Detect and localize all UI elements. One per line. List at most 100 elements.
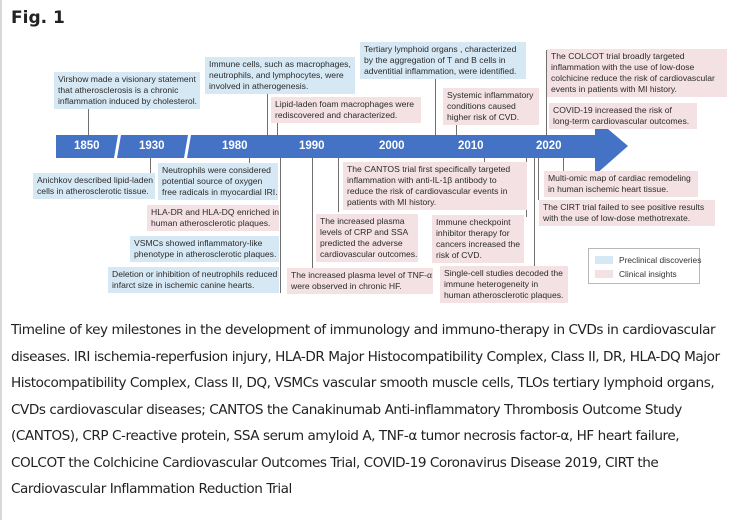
connector-line	[484, 158, 485, 162]
event-text-line: The CANTOS trial first specifically targ…	[347, 164, 511, 174]
event-text-line: free radicals in myocardial IRI.	[162, 187, 278, 197]
event-text-line: Single-cell studies decoded the	[444, 268, 563, 278]
event-text-line: Tertiary lymphoid organs , characterized	[364, 44, 517, 54]
connector-line	[546, 50, 547, 135]
event-vsmc: VSMCs showed inflammatory-like phenotype…	[130, 236, 279, 262]
event-text-line: involved in atherogenesis.	[209, 81, 309, 91]
event-text-line: with the use of low-dose methotrexate.	[543, 213, 691, 223]
connector-line	[150, 158, 151, 173]
event-text-line: phenotype in atherosclerotic plaques.	[134, 249, 277, 259]
event-text-line: human atherosclerotic plaques.	[151, 218, 271, 228]
event-text-line: Multi-omic map of cardiac remodeling	[548, 173, 691, 183]
event-text-line: Anichkov described lipid-laden	[37, 175, 154, 185]
event-tlo: Tertiary lymphoid organs , characterized…	[360, 42, 526, 79]
figure-title: Fig. 1	[11, 8, 65, 28]
event-text-line: potential source of oxygen	[162, 176, 263, 186]
event-text-line: Neutrophils were considered	[162, 165, 271, 175]
event-anichkov: Anichkov described lipid-laden cells in …	[33, 173, 155, 199]
event-text-line: immune heterogeneity in	[444, 279, 539, 289]
connector-line	[88, 109, 89, 135]
event-text-line: cells in atherosclerotic tissue.	[37, 186, 149, 196]
event-lipid-laden: Lipid-laden foam macrophages were redisc…	[271, 97, 421, 123]
event-text-line: rediscovered and characterized.	[275, 110, 398, 120]
event-hla: HLA-DR and HLA-DQ enriched in human athe…	[147, 205, 279, 231]
legend: Preclinical discoveries Clinical insight…	[588, 248, 701, 284]
event-covid: COVID-19 increased the risk of long-term…	[549, 103, 697, 129]
event-text-line: human atherosclerotic plaques.	[444, 290, 564, 300]
year-label: 1980	[222, 140, 248, 152]
year-label: 1850	[74, 140, 100, 152]
year-label: 2010	[458, 140, 484, 152]
connector-line	[312, 158, 313, 268]
connector-line	[280, 158, 281, 293]
event-text-line: neutrophils, and lymphocytes, were	[209, 70, 344, 80]
event-cantos: The CANTOS trial first specifically targ…	[343, 162, 527, 210]
frame-border	[0, 0, 2, 520]
event-text-line: predicted the adverse	[320, 238, 403, 248]
event-text-line: Virshow made a visionary statement	[58, 74, 196, 84]
event-text-line: levels of CRP and SSA	[320, 227, 409, 237]
legend-swatch-preclinical	[595, 256, 613, 264]
connector-line	[267, 94, 268, 135]
event-text-line: risk of CVD.	[436, 250, 482, 260]
event-text-line: The increased plasma	[320, 216, 405, 226]
event-single-cell: Single-cell studies decoded the immune h…	[440, 266, 568, 303]
event-immune-cells: Immune cells, such as macrophages, neutr…	[205, 57, 355, 94]
timeline-arrow	[56, 118, 628, 175]
event-colcot: The COLCOT trial broadly targeted inflam…	[547, 49, 727, 97]
event-text-line: colchicine reduce the risk of cardiovasc…	[551, 73, 715, 83]
connector-line	[277, 123, 278, 135]
connector-line	[538, 158, 539, 200]
event-checkpoint: Immune checkpoint inhibitor therapy for …	[432, 215, 524, 263]
connector-line	[563, 158, 564, 171]
event-text-line: VSMCs showed inflammatory-like	[134, 238, 263, 248]
event-tnf: The increased plasma level of TNF-α were…	[287, 268, 433, 294]
event-text-line: events in patients with MI history.	[551, 84, 677, 94]
arrow-segment-main	[187, 118, 628, 175]
year-label: 1990	[299, 140, 325, 152]
event-text-line: inflammation with anti-IL-1β antibody to	[347, 175, 497, 185]
connector-line	[456, 125, 457, 135]
arrow-segment-1930	[117, 135, 188, 158]
connector-line	[435, 79, 436, 135]
event-text-line: reduce the risk of cardiovascular events…	[347, 186, 508, 196]
event-text-line: Systemic inflammatory	[447, 90, 534, 100]
event-text-line: Immune cells, such as macrophages,	[209, 59, 351, 69]
connector-line	[534, 158, 535, 266]
connector-line	[249, 158, 250, 163]
event-deletion: Deletion or inhibition of neutrophils re…	[108, 267, 279, 293]
legend-label-clinical: Clinical insights	[619, 269, 677, 279]
event-text-line: infarct size in ischemic canine hearts.	[112, 280, 255, 290]
event-text-line: inflammation induced by cholesterol.	[58, 96, 198, 106]
arrow-segment-1850	[56, 135, 118, 158]
event-virshow: Virshow made a visionary statement that …	[54, 72, 200, 109]
event-text-line: inflammation with the use of low-dose	[551, 62, 695, 72]
event-text-line: Immune checkpoint	[436, 217, 511, 227]
event-text-line: COVID-19 increased the risk of	[553, 105, 672, 115]
event-text-line: adventitial inflammation, were identifie…	[364, 66, 517, 76]
event-text-line: patients with MI history.	[347, 197, 437, 207]
year-label: 1930	[139, 140, 165, 152]
event-text-line: cancers increased the	[436, 239, 521, 249]
year-label: 2000	[379, 140, 405, 152]
event-text-line: The COLCOT trial broadly targeted	[551, 51, 685, 61]
event-text-line: The CIRT trial failed to see positive re…	[543, 202, 705, 212]
event-text-line: inhibitor therapy for	[436, 228, 510, 238]
event-text-line: cardiovascular outcomes.	[320, 249, 418, 259]
event-text-line: long-term cardiovascular outcomes.	[553, 116, 690, 126]
event-text-line: in human ischemic heart tissue.	[548, 184, 669, 194]
event-text-line: HLA-DR and HLA-DQ enriched in	[151, 207, 279, 217]
event-cirt: The CIRT trial failed to see positive re…	[539, 200, 715, 226]
figure-caption: Timeline of key milestones in the develo…	[11, 322, 720, 497]
event-text-line: The increased plasma level of TNF-α	[291, 270, 432, 280]
event-multi-omic: Multi-omic map of cardiac remodeling in …	[544, 171, 698, 197]
event-systemic: Systemic inflammatory conditions caused …	[443, 88, 539, 125]
event-text-line: that atherosclerosis is a chronic	[58, 85, 179, 95]
year-label: 2020	[536, 140, 562, 152]
legend-swatch-clinical	[595, 270, 613, 278]
event-text-line: Deletion or inhibition of neutrophils re…	[112, 269, 278, 279]
event-neutrophils-ros: Neutrophils were considered potential so…	[158, 163, 278, 200]
event-text-line: higher risk of CVD.	[447, 112, 520, 122]
event-text-line: conditions caused	[447, 101, 516, 111]
event-text-line: Lipid-laden foam macrophages were	[275, 99, 415, 109]
